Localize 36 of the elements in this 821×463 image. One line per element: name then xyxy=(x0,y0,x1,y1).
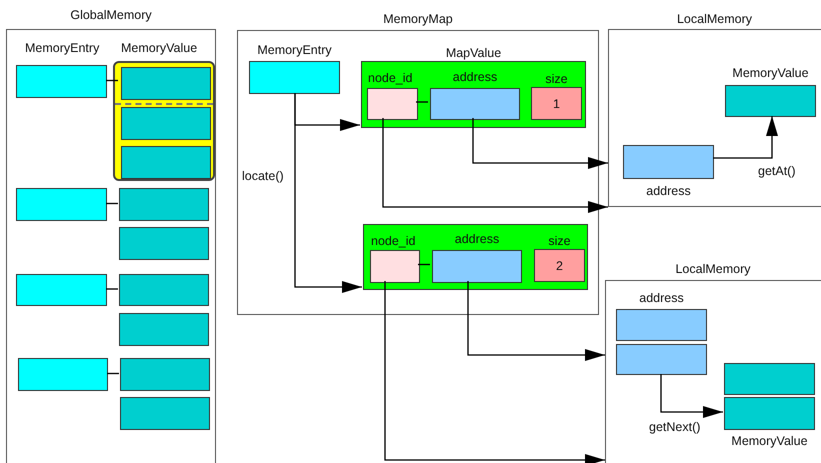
edge-label: getAt() xyxy=(757,164,797,179)
connector-line xyxy=(106,202,118,204)
arrow xyxy=(382,118,608,213)
panel-title: GlobalMemory xyxy=(70,7,152,23)
connector-line xyxy=(107,372,119,374)
panel-title: MemoryMap xyxy=(383,11,453,27)
arrow xyxy=(384,281,605,463)
arrow xyxy=(660,374,723,418)
field-label: node_id xyxy=(368,70,412,86)
size-value: 1 xyxy=(553,96,560,110)
field-label: size xyxy=(545,71,568,87)
connector-line xyxy=(106,80,118,82)
edge-label: getNext() xyxy=(648,420,702,435)
field-label: address xyxy=(452,69,498,85)
field-label: size xyxy=(548,233,571,249)
field-label: MemoryValue xyxy=(732,65,809,81)
panel-title: LocalMemory xyxy=(675,261,751,277)
arrow xyxy=(294,93,362,293)
field-label: address xyxy=(639,290,684,306)
field-label: MemoryValue xyxy=(731,433,808,449)
connector-line xyxy=(418,264,430,266)
size-value: 2 xyxy=(556,258,563,272)
field-label: address xyxy=(646,183,691,199)
connector-line xyxy=(416,101,428,103)
panel-title: LocalMemory xyxy=(676,11,752,27)
field-label: MapValue xyxy=(446,45,502,61)
field-label: node_id xyxy=(371,233,416,249)
arrow xyxy=(472,118,608,169)
arrow xyxy=(713,116,778,159)
column-heading: MemoryEntry xyxy=(25,41,100,56)
field-label: MemoryEntry xyxy=(257,42,332,58)
arrow xyxy=(467,281,605,361)
edge-label: locate() xyxy=(241,169,285,184)
field-label: address xyxy=(454,231,500,247)
column-heading: MemoryValue xyxy=(121,41,198,56)
connector-line xyxy=(106,288,118,290)
